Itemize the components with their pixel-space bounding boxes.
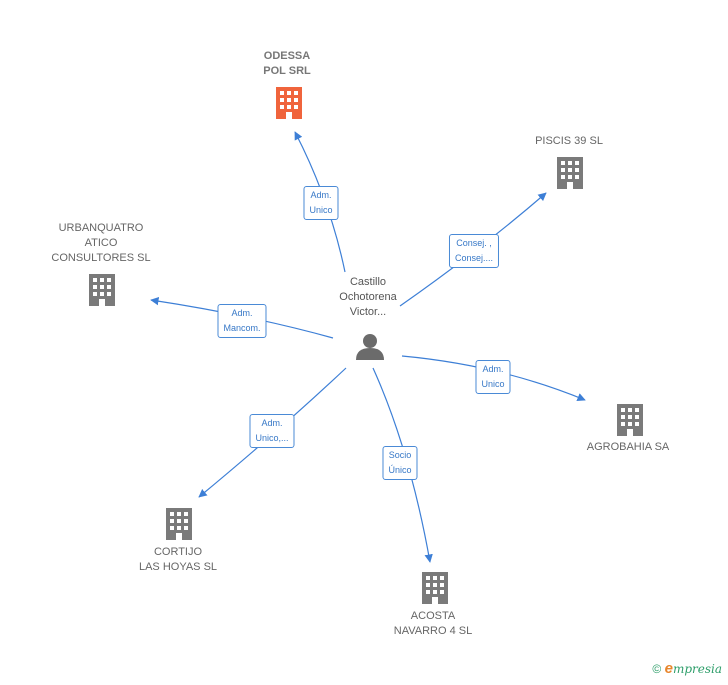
edge-role-line: Adm. bbox=[231, 308, 253, 318]
brand-footer[interactable]: © empresia bbox=[652, 660, 722, 677]
company-name-line: PISCIS 39 SL bbox=[535, 135, 603, 147]
edge-role-line: Adm. bbox=[310, 190, 332, 200]
person-name-line: Ochotorena bbox=[339, 291, 397, 303]
company-label-odessa[interactable]: ODESSA POL SRL bbox=[263, 49, 310, 79]
building-icon-agrobahia[interactable] bbox=[617, 404, 643, 436]
building-icon-piscis[interactable] bbox=[557, 157, 583, 189]
edge-role-line: Unico,... bbox=[255, 433, 289, 443]
edge-label-acosta[interactable]: Socio Único bbox=[382, 446, 418, 480]
brand-logo-initial: e bbox=[664, 660, 673, 677]
person-name-line: Castillo bbox=[349, 276, 387, 288]
edge-role-line: Adm. bbox=[482, 364, 504, 374]
edge-role-line: Unico bbox=[309, 205, 333, 215]
company-name-line: POL SRL bbox=[263, 65, 311, 77]
building-icon-cortijo[interactable] bbox=[166, 508, 192, 540]
person-icon[interactable] bbox=[356, 334, 384, 360]
building-icon-urbanquatro[interactable] bbox=[89, 274, 115, 306]
building-icon-odessa[interactable] bbox=[276, 87, 302, 119]
company-name-line: ACOSTA bbox=[410, 610, 456, 622]
company-name-line: NAVARRO 4 SL bbox=[393, 625, 473, 637]
person-name-line: Victor... bbox=[349, 306, 387, 318]
edge-role-line: Consej.... bbox=[454, 253, 494, 263]
edge-role-line: Mancom. bbox=[223, 323, 261, 333]
company-name-line: AGROBAHIA SA bbox=[586, 441, 670, 453]
company-label-piscis[interactable]: PISCIS 39 SL bbox=[535, 134, 603, 149]
edge-label-urbanquatro[interactable]: Adm. Mancom. bbox=[217, 304, 267, 338]
edge-role-line: Unico bbox=[481, 379, 505, 389]
company-label-urbanquatro[interactable]: URBANQUATRO ATICO CONSULTORES SL bbox=[51, 221, 150, 266]
edge-role-line: Consej. , bbox=[456, 238, 492, 248]
edge-role-line: Único bbox=[388, 465, 412, 475]
company-name-line: CORTIJO bbox=[153, 546, 203, 558]
company-name-line: LAS HOYAS SL bbox=[138, 561, 218, 573]
edge-label-agrobahia[interactable]: Adm. Unico bbox=[475, 360, 511, 394]
edge-label-odessa[interactable]: Adm. Unico bbox=[303, 186, 339, 220]
edge-label-cortijo[interactable]: Adm. Unico,... bbox=[249, 414, 295, 448]
company-name-line: CONSULTORES SL bbox=[51, 252, 151, 264]
edge-label-piscis[interactable]: Consej. , Consej.... bbox=[448, 234, 500, 268]
company-label-agrobahia[interactable]: AGROBAHIA SA bbox=[587, 440, 670, 455]
company-name-line: ATICO bbox=[84, 237, 118, 249]
company-label-cortijo[interactable]: CORTIJO LAS HOYAS SL bbox=[139, 545, 217, 575]
copyright-icon: © bbox=[652, 662, 662, 676]
edge-role-line: Adm. bbox=[261, 418, 283, 428]
person-label[interactable]: Castillo Ochotorena Victor... bbox=[339, 275, 396, 320]
company-label-acosta[interactable]: ACOSTA NAVARRO 4 SL bbox=[394, 609, 472, 639]
company-name-line: ODESSA bbox=[263, 50, 311, 62]
company-name-line: URBANQUATRO bbox=[58, 222, 144, 234]
edge-role-line: Socio bbox=[388, 450, 412, 460]
brand-logo-text: mpresia bbox=[672, 662, 722, 676]
building-icon-acosta[interactable] bbox=[422, 572, 448, 604]
